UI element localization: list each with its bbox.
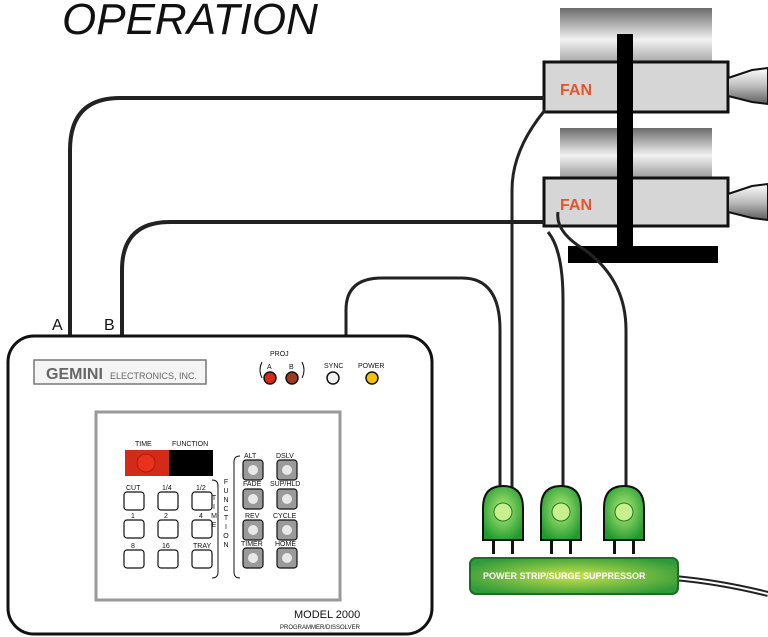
cable-label-b: B	[104, 317, 115, 334]
key-home[interactable]	[276, 547, 298, 569]
proj-label: PROJ	[270, 351, 289, 358]
projector-b-body	[560, 128, 712, 178]
key-label-tray: TRAY	[193, 543, 211, 550]
key-quarter[interactable]	[157, 491, 179, 511]
key-label-home: HOME	[275, 541, 296, 548]
sync-label: SYNC	[324, 363, 343, 370]
key-label-rev: REV	[245, 513, 260, 520]
key-half[interactable]	[191, 491, 213, 511]
key-label-4: 4	[199, 513, 203, 520]
key-cut[interactable]	[123, 491, 145, 511]
fan-housing-b	[542, 176, 730, 228]
plug-2	[540, 484, 582, 554]
model-sub-label: PROGRAMMER/DISSOLVER	[280, 625, 361, 631]
key-2[interactable]	[157, 519, 179, 539]
plug-1	[482, 484, 524, 554]
power-strip-label: POWER STRIP/SURGE SUPPRESSOR	[483, 571, 646, 581]
projector-a-body	[560, 8, 712, 66]
key-1[interactable]	[123, 519, 145, 539]
time-label: TIME	[135, 441, 152, 448]
fan-housing-a	[542, 60, 730, 114]
key-label-cycle: CYCLE	[273, 513, 297, 520]
key-rev[interactable]	[242, 519, 264, 541]
fan-label-a: FAN	[560, 82, 592, 99]
cable-b	[120, 220, 544, 340]
lens-b	[727, 182, 768, 222]
key-16[interactable]	[157, 549, 179, 569]
power-cord-fan-b	[546, 231, 565, 492]
brand-name: GEMINI	[46, 366, 103, 383]
key-label-16: 16	[162, 543, 170, 550]
key-8[interactable]	[123, 549, 145, 569]
key-label-1: 1	[131, 513, 135, 520]
stand-pole	[617, 34, 633, 250]
power-cord-projector-b	[556, 211, 628, 492]
fan-label-b: FAN	[560, 197, 592, 214]
key-alt[interactable]	[242, 459, 264, 481]
power-cord-device	[344, 276, 502, 492]
power-cord-projector-a	[510, 109, 547, 492]
key-label-half: 1/2	[196, 485, 206, 492]
key-timer[interactable]	[242, 547, 264, 569]
proj-a-led	[263, 371, 277, 385]
cable-label-a: A	[52, 317, 63, 334]
key-label-timer: TIMER	[241, 541, 263, 548]
proj-a-label: A	[267, 364, 272, 371]
plug-3	[603, 484, 645, 554]
key-tray[interactable]	[191, 549, 213, 569]
cable-a	[68, 96, 544, 340]
key-fade[interactable]	[242, 488, 264, 510]
model-label: MODEL 2000	[294, 609, 360, 621]
key-label-2: 2	[164, 513, 168, 520]
key-label-8: 8	[131, 543, 135, 550]
power-strip	[469, 557, 679, 595]
proj-b-label: B	[289, 364, 294, 371]
key-label-suphld: SUP/HLD	[270, 481, 300, 488]
brand-plate	[33, 359, 207, 385]
brand-suffix: ELECTRONICS, INC.	[110, 371, 197, 381]
function-display	[169, 450, 213, 476]
key-label-quarter: 1/4	[162, 485, 172, 492]
key-suphld[interactable]	[276, 488, 298, 510]
key-label-dslv: DSLV	[276, 453, 294, 460]
key-cycle[interactable]	[276, 519, 298, 541]
key-label-cut: CUT	[126, 485, 141, 492]
key-4[interactable]	[191, 519, 213, 539]
lens-a	[727, 66, 768, 106]
proj-b-led	[285, 371, 299, 385]
function-label: FUNCTION	[172, 441, 208, 448]
page-title: OPERATION	[62, 0, 318, 44]
power-label: POWER	[358, 363, 384, 370]
key-label-fade: FADE	[243, 481, 262, 488]
stand-base	[568, 246, 718, 263]
power-led	[365, 371, 379, 385]
sync-led	[326, 371, 340, 385]
key-dslv[interactable]	[276, 459, 298, 481]
key-label-alt: ALT	[244, 453, 257, 460]
